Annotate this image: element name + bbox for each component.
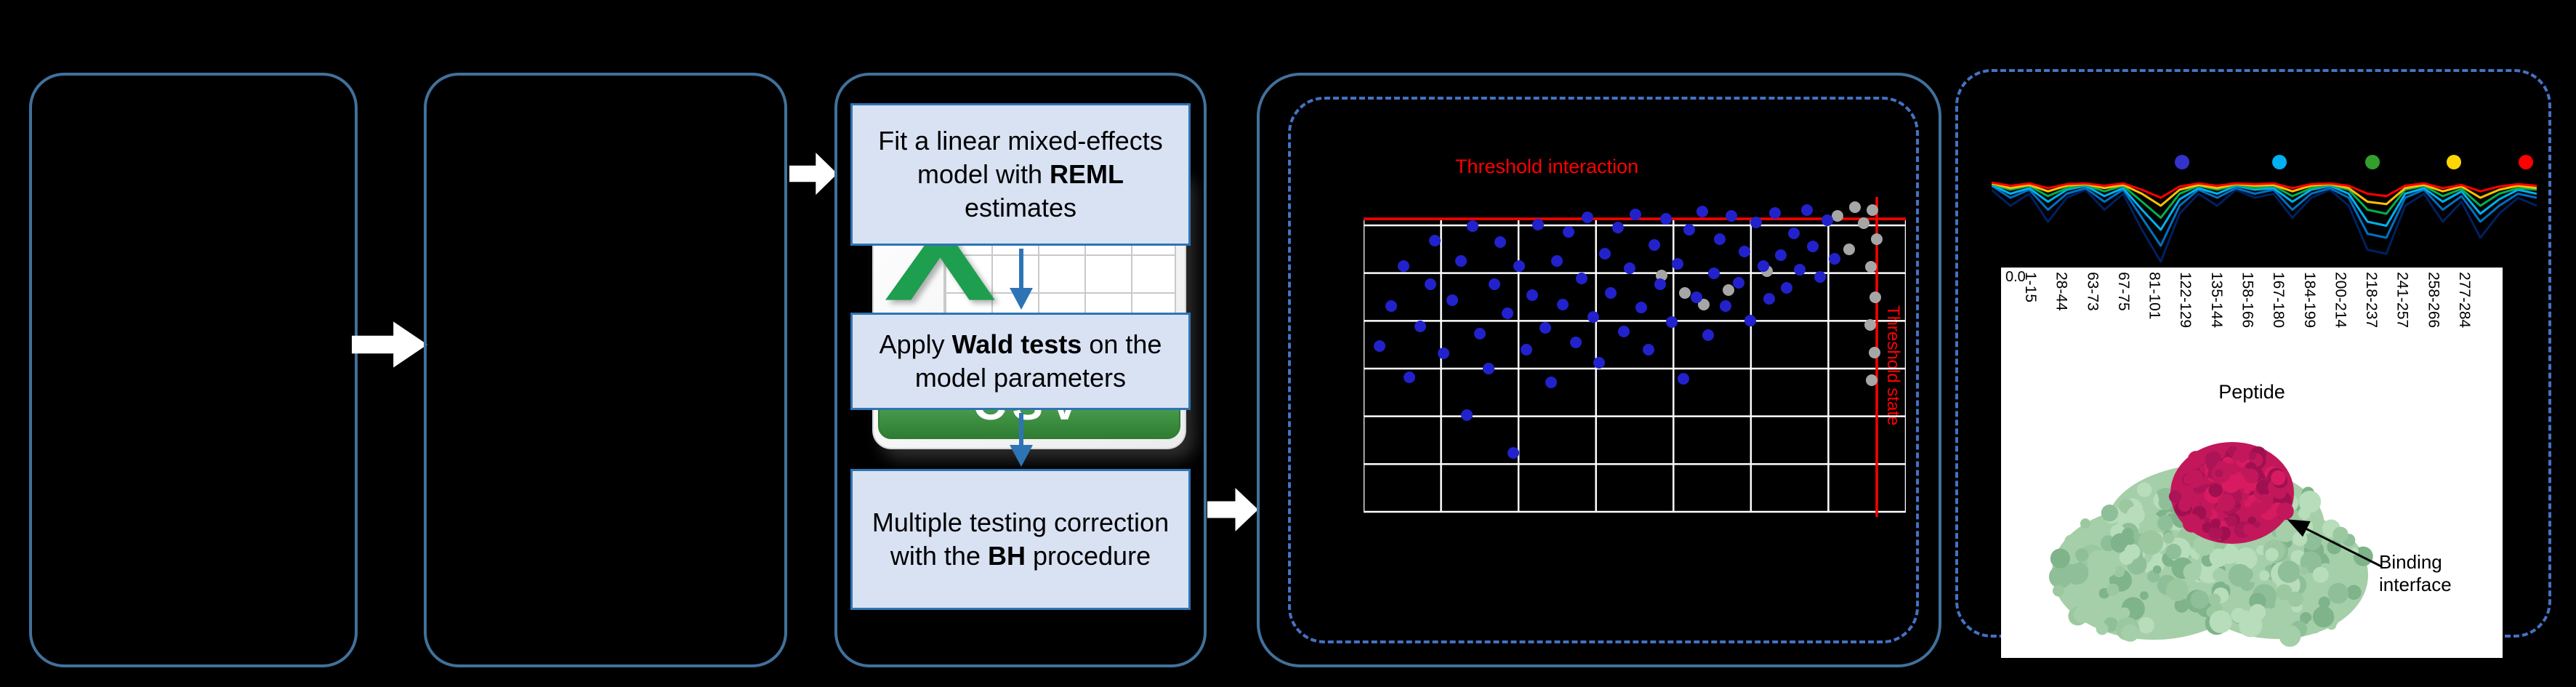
scatter-dashed-frame — [1288, 97, 1919, 643]
threshold-interaction-label: Threshold interaction — [1455, 156, 1639, 177]
uptake-line-chart — [1992, 155, 2537, 263]
panel-results-scatter — [1257, 73, 1941, 667]
down-arrow-icon — [1010, 413, 1033, 467]
step-bh-box: Multiple testing correction with the BH … — [850, 469, 1191, 610]
flow-arrow-icon — [352, 321, 427, 368]
peptide-label: 218-237 — [2363, 272, 2380, 329]
binding-interface-label: Binding interface — [2379, 551, 2452, 595]
peptide-axis-title: Peptide — [2218, 381, 2285, 403]
binding-arrow-icon — [2287, 519, 2382, 568]
step-wald-box: Apply Wald tests on the model parameters — [850, 313, 1191, 410]
step-bh-text: Multiple testing correction with the BH … — [872, 507, 1170, 571]
peptide-label: 81-101 — [2146, 272, 2163, 320]
peptide-plot-area: 0.0 1-15 28-44 63-73 67-75 81-101 122-129 135-… — [2001, 268, 2503, 658]
peptide-label: 135-144 — [2207, 272, 2225, 329]
flow-arrow-icon — [1207, 488, 1258, 531]
panel-statistics-steps — [834, 73, 1207, 667]
peptide-label: 1-15 — [2022, 272, 2039, 303]
threshold-state-label: Threshold state — [1883, 305, 1903, 426]
peptide-label: 67-75 — [2114, 272, 2132, 311]
step-wald-text: Apply Wald tests on the model parameters — [879, 329, 1162, 393]
peptide-label: 28-44 — [2053, 272, 2070, 311]
step-reml-box: Fit a linear mixed-effects model with RE… — [850, 103, 1191, 246]
panel-input — [29, 73, 358, 667]
step-reml-text: Fit a linear mixed-effects model with RE… — [878, 125, 1163, 223]
flow-arrow-icon — [789, 152, 837, 196]
peptide-label: 184-199 — [2301, 272, 2318, 329]
y-axis-tick: 0.0 — [2005, 269, 2026, 285]
peptide-label: 158-166 — [2239, 272, 2256, 329]
down-arrow-icon — [1010, 249, 1033, 310]
peptide-label: 241-257 — [2394, 272, 2411, 329]
volcano-scatter-plot — [1364, 197, 1906, 517]
panel-csv-file: X CSV — [424, 73, 1186, 667]
peptide-label: 63-73 — [2084, 272, 2101, 311]
peptide-label: 258-266 — [2425, 272, 2442, 329]
peptide-label: 277-284 — [2455, 272, 2473, 329]
peptide-axis-labels: 1-15 28-44 63-73 67-75 81-101 122-129 135-144 1… — [2022, 272, 2473, 329]
peptide-label: 167-180 — [2270, 272, 2287, 329]
peptide-label: 200-214 — [2332, 272, 2349, 329]
peptide-label: 122-129 — [2177, 272, 2194, 329]
protein-structure-image — [2048, 442, 2373, 647]
